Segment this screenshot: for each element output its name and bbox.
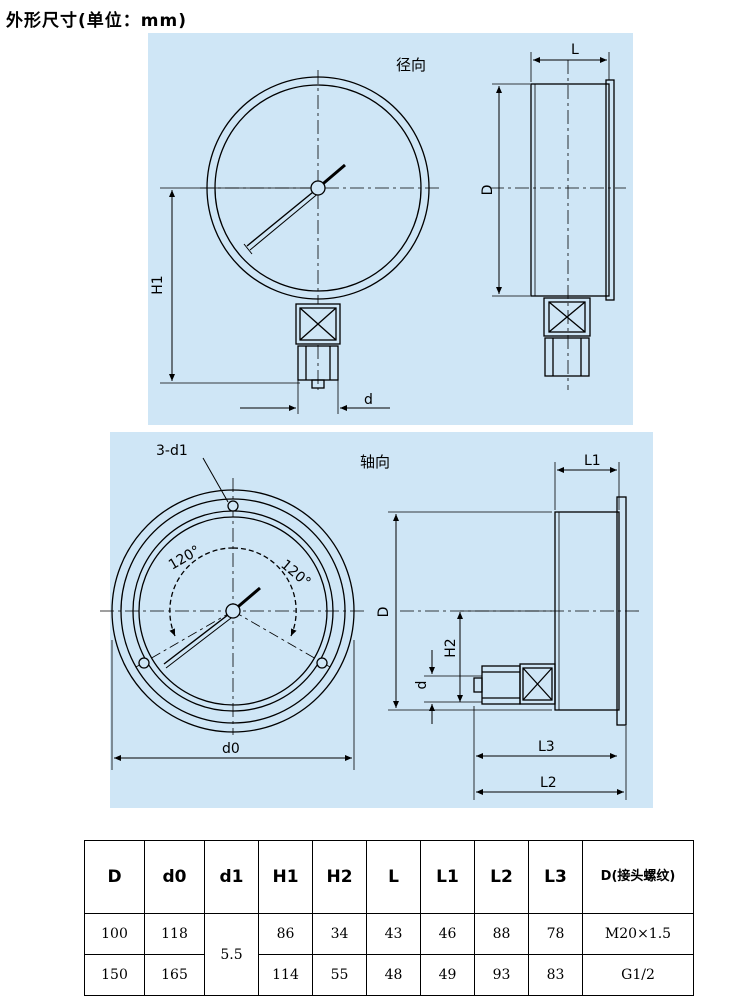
header-d0: d0 bbox=[144, 840, 205, 914]
label-D-axial: D bbox=[376, 607, 392, 618]
dimension-table: D d0 d1 H1 H2 L L1 L2 L3 D(接头螺纹) 100 118… bbox=[84, 840, 694, 996]
cell-H1: 114 bbox=[258, 954, 313, 996]
mount-hole-top bbox=[227, 500, 239, 512]
cell-d1: 5.5 bbox=[204, 913, 259, 996]
axial-gauge-front bbox=[100, 478, 366, 735]
header-thread: D(接头螺纹) bbox=[582, 840, 694, 914]
label-L1: L1 bbox=[584, 453, 601, 469]
radial-gauge-front bbox=[200, 70, 440, 390]
drawings: H1 d 径向 D L bbox=[100, 42, 640, 800]
header-H2: H2 bbox=[312, 840, 367, 914]
bezel-lip bbox=[605, 79, 615, 301]
dim-D-radial bbox=[492, 83, 530, 297]
dim-L1 bbox=[554, 462, 620, 510]
cell-L1: 49 bbox=[420, 954, 475, 996]
radial-gauge-side bbox=[490, 60, 626, 390]
cell-L: 43 bbox=[366, 913, 421, 955]
header-H1: H1 bbox=[258, 840, 313, 914]
leader-d1 bbox=[202, 457, 229, 503]
dim-d-radial bbox=[240, 378, 390, 414]
label-H2: H2 bbox=[443, 638, 459, 657]
table-row: 100 118 5.5 86 34 43 46 88 78 M20×1.5 bbox=[84, 913, 694, 996]
label-d-radial: d bbox=[364, 392, 373, 408]
cell-thread: G1/2 bbox=[582, 954, 694, 996]
header-D: D bbox=[84, 840, 145, 914]
cell-H2: 55 bbox=[312, 954, 367, 996]
cell-d0: 118 bbox=[144, 913, 205, 955]
pointer-needle-axial bbox=[163, 586, 261, 669]
header-d1: d1 bbox=[204, 840, 259, 914]
mount-hole-right bbox=[316, 657, 328, 669]
header-L3: L3 bbox=[528, 840, 583, 914]
cell-H2: 34 bbox=[312, 913, 367, 955]
label-angle-2: 120° bbox=[277, 557, 313, 591]
label-angle-1: 120° bbox=[166, 543, 203, 574]
cell-L2: 93 bbox=[474, 954, 529, 996]
dim-d-axial bbox=[424, 650, 482, 724]
cell-L2: 88 bbox=[474, 913, 529, 955]
page-title: 外形尺寸(单位：mm) bbox=[6, 11, 187, 31]
header-L2: L2 bbox=[474, 840, 529, 914]
cell-L3: 83 bbox=[528, 954, 583, 996]
cell-D: 150 bbox=[84, 954, 145, 996]
radial-view-panel bbox=[148, 33, 633, 425]
label-D-radial: D bbox=[480, 185, 496, 196]
radial-view-label: 径向 bbox=[396, 56, 426, 74]
cell-L3: 78 bbox=[528, 913, 583, 955]
label-d0: d0 bbox=[222, 741, 240, 757]
table-header-row: D d0 d1 H1 H2 L L1 L2 L3 D(接头螺纹) bbox=[84, 840, 694, 914]
label-L3: L3 bbox=[538, 739, 555, 755]
header-L1: L1 bbox=[420, 840, 475, 914]
label-d-axial: d bbox=[414, 681, 430, 690]
label-L2: L2 bbox=[540, 775, 557, 791]
dim-L3 bbox=[473, 706, 627, 800]
mount-hole-left bbox=[138, 657, 150, 669]
label-H1: H1 bbox=[150, 275, 166, 294]
label-d1: 3-d1 bbox=[156, 443, 188, 459]
cell-L1: 46 bbox=[420, 913, 475, 955]
cell-D: 100 bbox=[84, 913, 145, 955]
dim-D-axial bbox=[388, 511, 552, 711]
hex-socket-side bbox=[543, 297, 591, 337]
thread-stem-side bbox=[544, 337, 590, 377]
dim-L bbox=[530, 52, 610, 82]
table-row: 150 165 114 55 48 49 93 83 G1/2 bbox=[84, 954, 694, 996]
case-body bbox=[530, 83, 610, 297]
label-L: L bbox=[571, 42, 579, 58]
header-L: L bbox=[366, 840, 421, 914]
axial-view-label: 轴向 bbox=[360, 453, 390, 471]
cell-thread: M20×1.5 bbox=[582, 913, 694, 955]
dim-H1 bbox=[160, 187, 310, 384]
axial-gauge-side bbox=[400, 496, 640, 726]
angle-arc-120 bbox=[169, 547, 234, 637]
pointer-needle bbox=[243, 163, 346, 255]
cell-H1: 86 bbox=[258, 913, 313, 955]
cell-L: 48 bbox=[366, 954, 421, 996]
dim-H2 bbox=[457, 610, 552, 702]
dim-d0 bbox=[111, 640, 355, 770]
cell-d0: 165 bbox=[144, 954, 205, 996]
